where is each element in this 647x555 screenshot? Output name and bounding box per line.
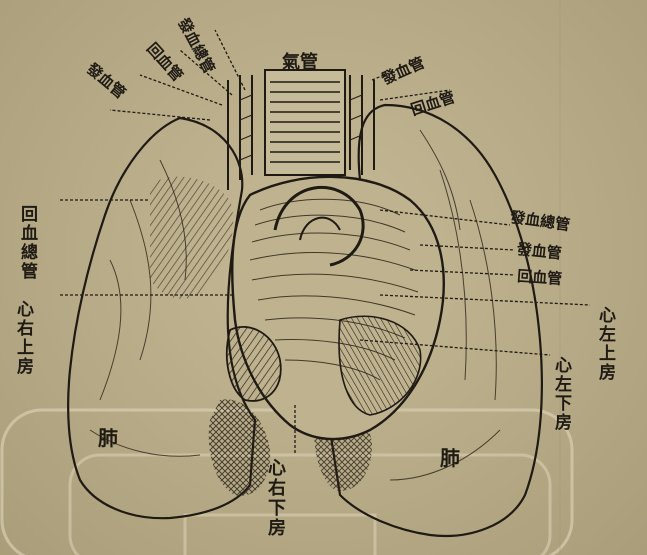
trachea <box>265 70 345 175</box>
label-lung-left: 肺 <box>98 422 118 451</box>
label-trachea: 氣管 <box>282 48 318 74</box>
label-left-ventricle: 心左下房 <box>552 356 569 432</box>
label-right-ventricle: 心右下房 <box>266 458 284 538</box>
label-vessel-8: 回血管 <box>517 265 563 289</box>
label-pulmonary-vein: 回血總管 <box>18 205 35 281</box>
label-left-atrium: 心左上房 <box>596 306 613 382</box>
label-right-atrium: 心右上房 <box>14 300 31 376</box>
label-lung-right: 肺 <box>440 442 460 471</box>
